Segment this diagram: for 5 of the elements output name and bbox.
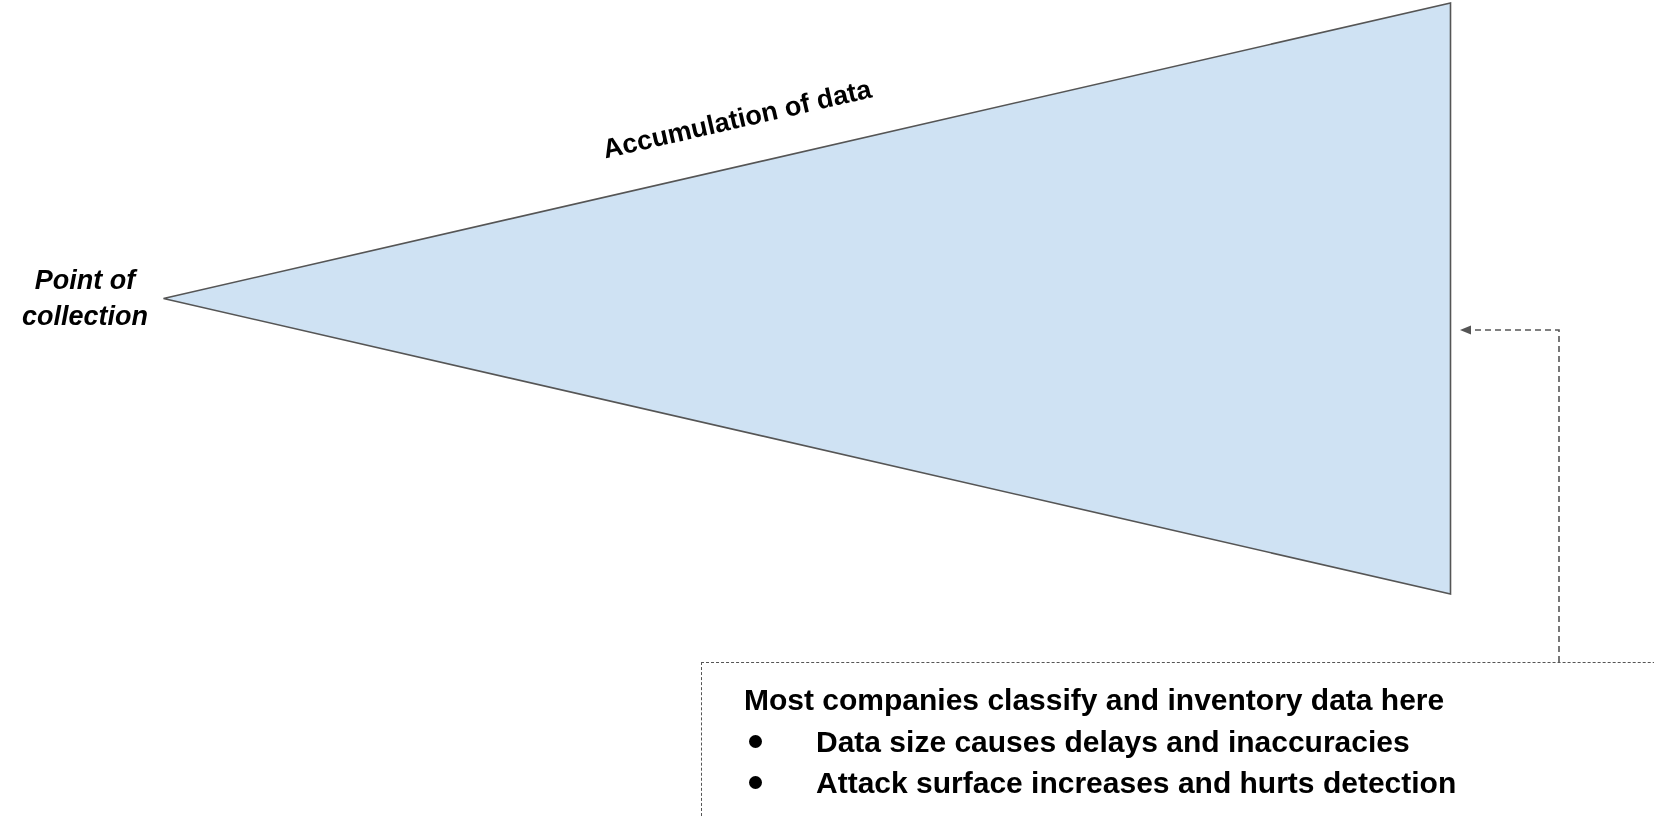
bullet-text: Data size causes delays and inaccuracies (816, 725, 1410, 758)
bullet-text: Attack surface increases and hurts detection (816, 766, 1457, 799)
note-heading: Most companies classify and inventory data here (744, 682, 1445, 718)
apex-label: Point of collection (21, 264, 149, 333)
arrow (1459, 325, 1560, 663)
